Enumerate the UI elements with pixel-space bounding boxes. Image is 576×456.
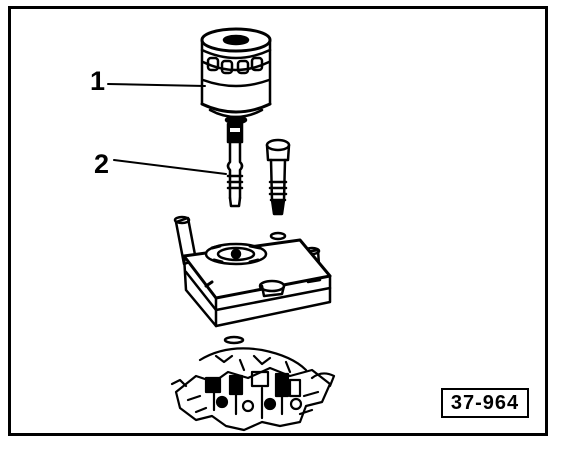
figure-frame — [8, 6, 548, 436]
oil-filter-drawing — [200, 27, 272, 125]
oil-cooler-drawing — [173, 215, 332, 328]
figure-reference-number: 37-964 — [441, 388, 529, 418]
callout-label-2: 2 — [94, 149, 110, 179]
bracket-assembly-drawing — [170, 347, 336, 432]
leader-lines — [107, 83, 227, 175]
threaded-connector-drawing — [226, 122, 244, 208]
sealing-ring-lower — [223, 335, 245, 345]
callout-label-1: 1 — [90, 66, 106, 96]
sealing-ring-upper — [269, 231, 287, 241]
leader-line-2 — [113, 159, 227, 175]
hollow-bolt-drawing — [265, 138, 291, 216]
leader-line-1 — [107, 83, 206, 87]
